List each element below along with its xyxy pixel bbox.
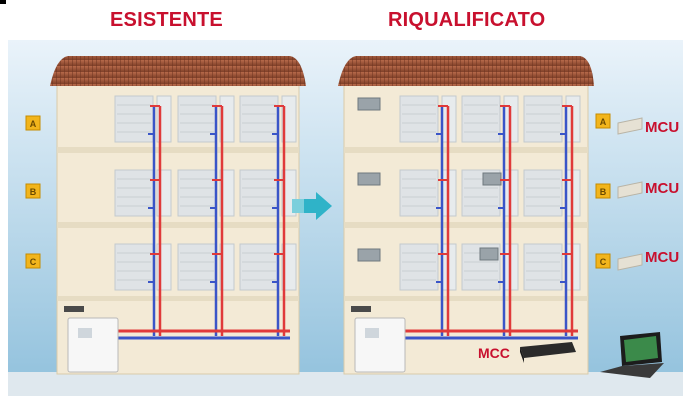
valve-box [357, 97, 381, 111]
floor-tag-letter: B [600, 187, 607, 197]
valve-box [482, 172, 502, 186]
roof [50, 56, 306, 86]
radiator [114, 243, 172, 291]
radiator [399, 95, 457, 143]
radiator [523, 243, 581, 291]
radiator [239, 169, 297, 217]
boiler-icon [351, 306, 406, 373]
radiator [114, 95, 172, 143]
floor-tag-letter: C [30, 257, 37, 267]
radiator [114, 169, 172, 217]
heading-retrofitted: RIQUALIFICATO [388, 9, 546, 31]
radiator [461, 95, 519, 143]
mcc-label: MCC [478, 345, 510, 361]
mcu-label: MCU [645, 249, 680, 266]
radiator [177, 243, 235, 291]
radiator [177, 95, 235, 143]
floor-tag: B [25, 183, 41, 199]
controller-box-icon [520, 342, 576, 363]
heading-existing: ESISTENTE [110, 9, 223, 31]
floor-tag: B [595, 183, 611, 199]
valve-box [479, 247, 499, 261]
mcu-label: MCU [645, 180, 680, 197]
radiator [239, 95, 297, 143]
radiator [177, 169, 235, 217]
floor-tag: A [25, 115, 41, 131]
corner-mark [0, 0, 6, 4]
mcu-label: MCU [645, 119, 680, 136]
roof [338, 56, 594, 86]
floor-tag-letter: A [600, 117, 607, 127]
radiator [523, 95, 581, 143]
valve-box [357, 172, 381, 186]
floor-tag: C [595, 253, 611, 269]
valve-box [357, 248, 381, 262]
boiler-icon [64, 306, 119, 373]
floor-tag-letter: A [30, 119, 37, 129]
floor-tag-letter: C [600, 257, 607, 267]
arrow-right-icon [292, 192, 332, 220]
sensor-unit-icon [617, 181, 643, 199]
floor-tag: C [25, 253, 41, 269]
laptop-icon [600, 332, 664, 378]
radiator [239, 243, 297, 291]
sensor-unit-icon [617, 117, 643, 135]
ground [8, 372, 683, 396]
floor-tag-letter: B [30, 187, 37, 197]
sensor-unit-icon [617, 253, 643, 271]
floor-tag: A [595, 113, 611, 129]
building-diagram: A B C A B C [8, 40, 683, 396]
